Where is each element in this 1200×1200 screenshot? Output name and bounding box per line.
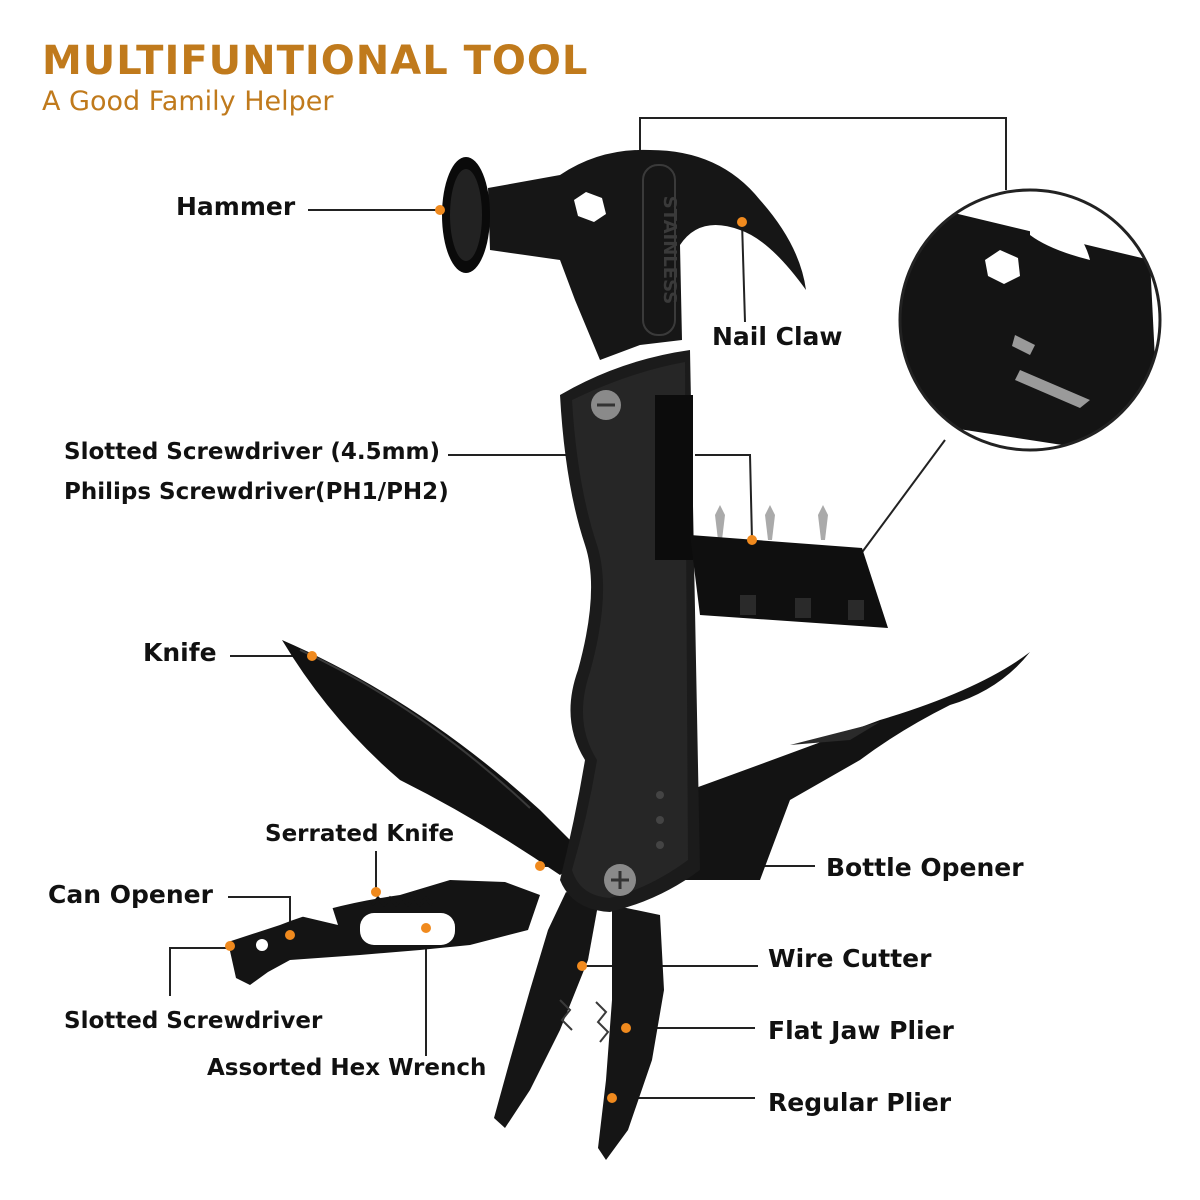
label-knife: Knife: [143, 638, 217, 667]
page-title: MULTIFUNTIONAL TOOL: [42, 38, 589, 84]
engraving-text: STAINLESS: [659, 196, 680, 304]
label-philips-screwdriver: Philips Screwdriver(PH1/PH2): [64, 479, 449, 505]
bit-holder: [690, 505, 888, 628]
label-bottle-opener: Bottle Opener: [826, 853, 1024, 882]
knife-blade: [282, 640, 585, 875]
label-can-opener: Can Opener: [48, 880, 213, 909]
hammer-head: STAINLESS: [442, 149, 806, 360]
label-regular-plier: Regular Plier: [768, 1088, 952, 1117]
bottle-opener-arm: [680, 652, 1030, 880]
plier-teeth: [559, 999, 610, 1043]
label-assorted-hex-wrench: Assorted Hex Wrench: [207, 1055, 487, 1081]
tool-handle: [560, 350, 700, 912]
detail-inset: [898, 188, 1162, 452]
label-serrated-knife: Serrated Knife: [265, 821, 455, 847]
page-subtitle: A Good Family Helper: [42, 86, 334, 117]
label-slotted-screwdriver-4-5mm: Slotted Screwdriver (4.5mm): [64, 439, 441, 465]
callout-markers: [225, 205, 757, 1103]
plier-jaws: [494, 892, 664, 1160]
label-hammer: Hammer: [176, 192, 296, 221]
hex-cutout: [574, 192, 606, 222]
label-nail-claw: Nail Claw: [712, 322, 843, 351]
serrated-edge: [370, 895, 434, 908]
label-flat-jaw-plier: Flat Jaw Plier: [768, 1016, 954, 1045]
label-slotted-screwdriver: Slotted Screwdriver: [64, 1008, 323, 1034]
label-wire-cutter: Wire Cutter: [768, 944, 932, 973]
hex-wrench-cutout: [360, 913, 455, 945]
